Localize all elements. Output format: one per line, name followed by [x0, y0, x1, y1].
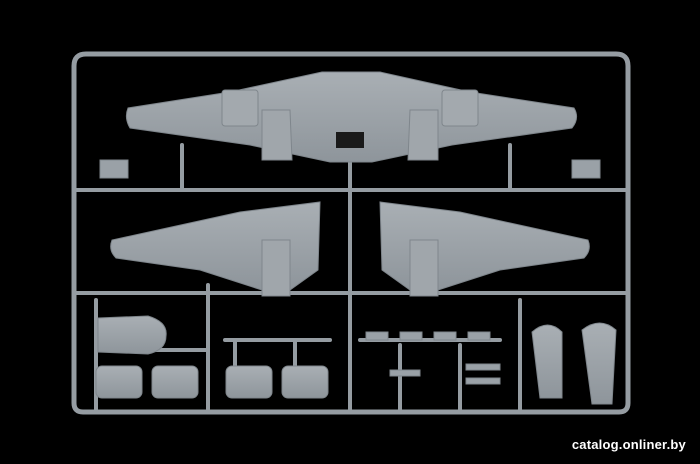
sprue-frame	[71, 51, 631, 415]
small-parts-middle	[365, 331, 501, 385]
engine-cowlings	[95, 315, 329, 399]
watermark-text: catalog.onliner.by	[571, 437, 686, 452]
wing-lower-right	[379, 201, 590, 297]
wing-lower-left	[110, 201, 321, 297]
wing-upper-full	[125, 71, 578, 163]
rudder-parts	[531, 322, 617, 405]
small-parts-top	[99, 159, 601, 179]
